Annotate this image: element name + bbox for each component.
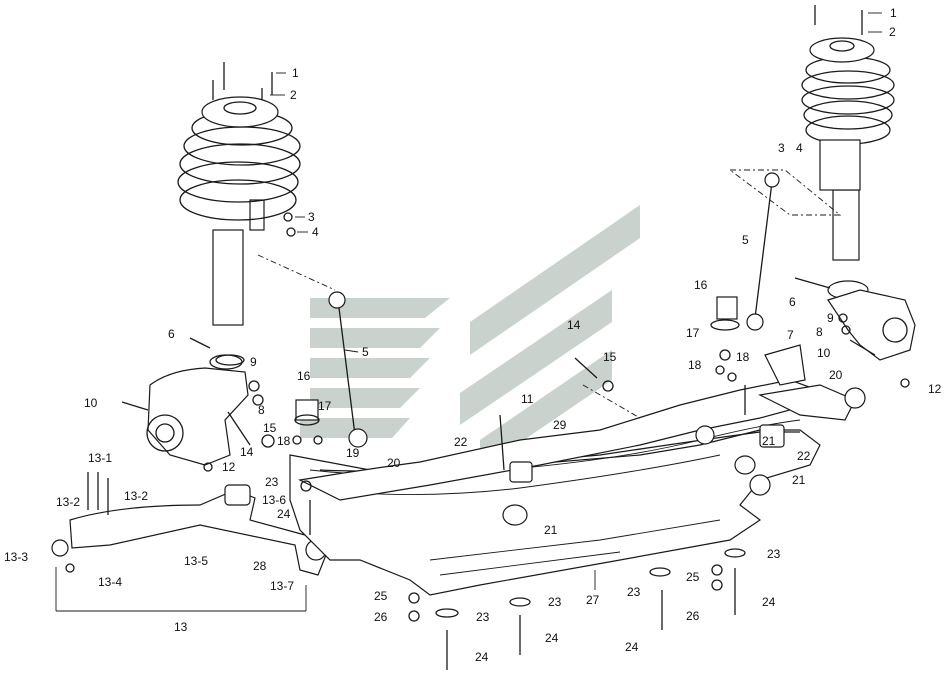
callout-26: 26	[374, 610, 388, 624]
callout-25b: 25	[686, 570, 700, 584]
callout-23d: 23	[627, 585, 641, 599]
bolt-14-center	[574, 357, 598, 379]
callout-21: 21	[544, 523, 558, 537]
callout-21c: 21	[762, 434, 776, 448]
callout-13-3: 13-3	[4, 550, 28, 564]
callout-1: 1	[292, 66, 299, 80]
left-bracket-assembly	[292, 399, 323, 445]
callout-13-2a: 13-2	[56, 495, 80, 509]
callout-10b: 10	[817, 346, 831, 360]
callout-19: 19	[346, 446, 360, 460]
left-strut-base	[215, 354, 245, 366]
callout-13: 13	[174, 620, 188, 634]
callout-2b: 2	[889, 25, 896, 39]
left-steering-knuckle	[146, 354, 249, 466]
left-bolt-14	[227, 411, 251, 446]
right-bracket-assembly	[710, 296, 740, 382]
callout-12: 12	[222, 460, 236, 474]
callout-8: 8	[258, 403, 265, 417]
callout-23c: 23	[548, 595, 562, 609]
callout-13-7: 13-7	[270, 579, 294, 593]
callout-4b: 4	[796, 141, 803, 155]
callout-20: 20	[387, 456, 401, 470]
right-stabilizer-link	[746, 172, 780, 331]
callout-7: 7	[787, 328, 794, 342]
callout-27: 27	[586, 593, 600, 607]
callout-20b: 20	[829, 368, 843, 382]
lower-mounting-bolts	[300, 480, 746, 670]
callout-24b: 24	[475, 650, 489, 664]
leader-lines	[55, 12, 882, 612]
callout-15b: 15	[603, 350, 617, 364]
callout-23b: 23	[476, 610, 490, 624]
callout-28: 28	[253, 559, 267, 573]
callout-23e: 23	[767, 547, 781, 561]
callout-4: 4	[312, 225, 319, 239]
callout-13-6: 13-6	[262, 493, 286, 507]
callout-2: 2	[290, 88, 297, 102]
callout-22: 22	[454, 435, 468, 449]
callout-8b: 8	[816, 325, 823, 339]
callout-22b: 22	[797, 449, 811, 463]
callout-13-5: 13-5	[184, 554, 208, 568]
callout-15: 15	[263, 421, 277, 435]
callout-9: 9	[250, 355, 257, 369]
callout-17: 17	[318, 399, 332, 413]
callout-6: 6	[168, 327, 175, 341]
bolt-11	[499, 414, 505, 471]
stabilizer-bushings	[502, 424, 785, 526]
callout-13-4: 13-4	[98, 575, 122, 589]
callout-16: 16	[297, 369, 311, 383]
left-bolt-6	[189, 337, 211, 349]
right-steering-knuckle	[794, 277, 916, 388]
callout-29: 29	[553, 418, 567, 432]
callout-6b: 6	[789, 295, 796, 309]
callout-12b: 12	[928, 382, 942, 396]
callout-21b: 21	[792, 473, 806, 487]
callout-16b: 16	[694, 278, 708, 292]
callout-5: 5	[362, 345, 369, 359]
callout-1b: 1	[890, 6, 897, 20]
callout-24c: 24	[545, 631, 559, 645]
callout-10: 10	[84, 396, 98, 410]
callout-24e: 24	[762, 595, 776, 609]
company-logo-watermark	[300, 205, 640, 470]
left-stabilizer-link	[328, 291, 368, 448]
callout-25: 25	[374, 589, 388, 603]
callout-26b: 26	[686, 609, 700, 623]
right-lower-arm	[758, 344, 866, 421]
callout-3b: 3	[778, 141, 785, 155]
right-strut-assembly	[801, 5, 895, 261]
callout-11: 11	[521, 392, 534, 406]
callout-14: 14	[240, 445, 254, 459]
callout-5b: 5	[742, 233, 749, 247]
callout-18c: 18	[736, 350, 750, 364]
callout-17b: 17	[686, 326, 700, 340]
left-strut-mount	[201, 96, 279, 128]
callout-13-1: 13-1	[88, 451, 112, 465]
left-bolt-10	[121, 401, 149, 411]
left-spring-coil	[179, 179, 297, 221]
callout-18b: 18	[688, 358, 702, 372]
callout-24: 24	[277, 507, 291, 521]
left-strut-assembly	[177, 96, 301, 366]
left-mount-bolts	[212, 62, 296, 237]
callout-14b: 14	[567, 318, 581, 332]
callout-3: 3	[308, 210, 315, 224]
callout-18: 18	[277, 434, 291, 448]
callout-23: 23	[265, 475, 279, 489]
front-crossmember	[298, 379, 813, 501]
left-strut-lower	[249, 199, 265, 231]
callout-13-2b: 13-2	[124, 489, 148, 503]
callout-9b: 9	[827, 311, 834, 325]
callout-labels: 1 2 3 4 5 6 9 8 10 16 17 15 14 18 19 12 …	[4, 6, 942, 664]
callout-24d: 24	[625, 640, 639, 654]
left-strut-body	[212, 229, 244, 326]
